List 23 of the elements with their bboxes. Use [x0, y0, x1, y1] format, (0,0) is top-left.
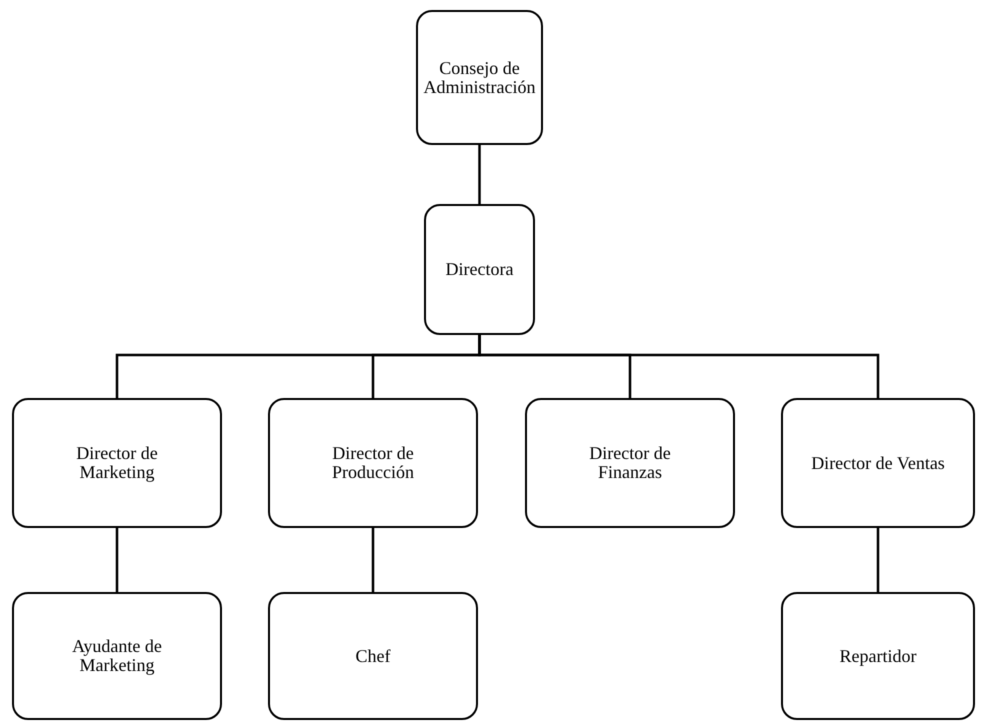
position-box [12, 398, 222, 528]
position-title: Director de Ventas [811, 454, 945, 472]
position-box [781, 398, 975, 528]
position-box [416, 10, 543, 145]
position-box [781, 592, 975, 720]
position-title: Ayudante de Marketing [71, 637, 163, 675]
position-title: Director de Marketing [75, 444, 159, 482]
connector-line [116, 528, 118, 592]
connector-line [478, 335, 880, 398]
position-box [268, 398, 478, 528]
position-box [268, 592, 478, 720]
position-title: Chef [356, 646, 390, 666]
position-title: Consejo de Administración [422, 58, 536, 96]
position-title: Directora [446, 260, 514, 279]
position-title: Repartidor [840, 646, 916, 666]
connector-line [478, 145, 481, 204]
position-box [525, 398, 735, 528]
position-title: Director de Finanzas [588, 444, 672, 482]
position-title: Director de Producción [331, 444, 415, 482]
position-box [424, 204, 535, 335]
connector-line [876, 528, 880, 592]
position-box [12, 592, 222, 720]
connector-line [372, 528, 374, 592]
